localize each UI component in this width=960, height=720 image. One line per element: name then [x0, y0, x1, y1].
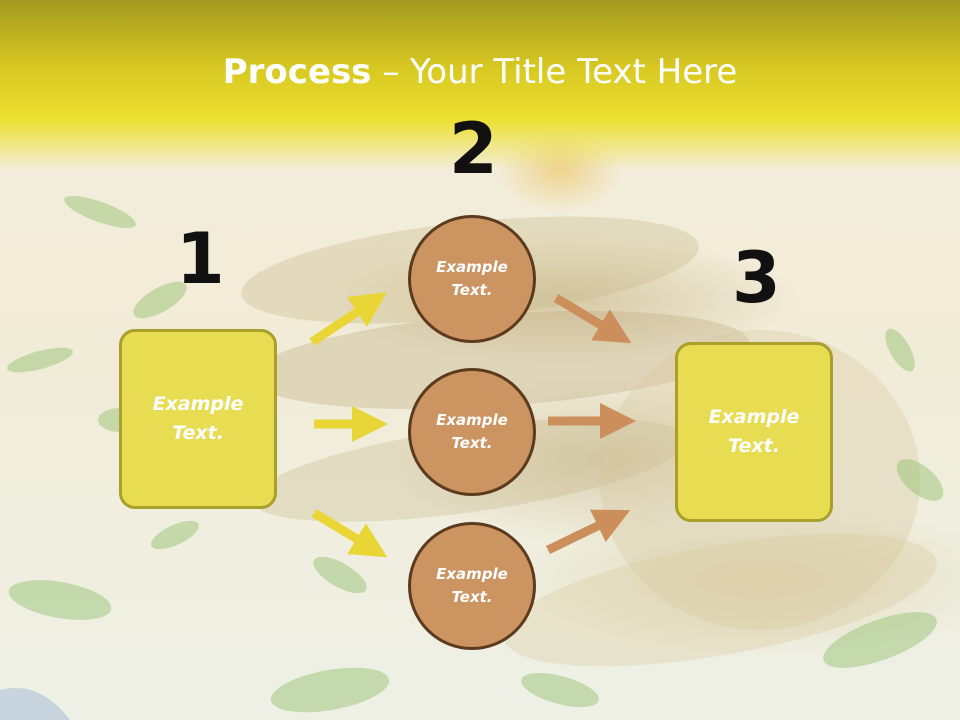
step-number-3: 3 — [732, 237, 781, 319]
title-rest: – Your Title Text Here — [371, 52, 738, 92]
right-box-line1: Example — [708, 406, 800, 428]
arrow-top-to-3 — [553, 294, 632, 344]
circle-bottom-line1: Example — [436, 565, 508, 583]
slide-title[interactable]: Process – Your Title Text Here — [0, 52, 960, 92]
header-band — [0, 0, 960, 170]
arrow-1-to-bottom — [311, 509, 388, 558]
left-box-line2: Text. — [172, 422, 224, 444]
step-number-1: 1 — [176, 218, 225, 300]
left-box-line1: Example — [152, 393, 244, 415]
circle-bottom-line2: Text. — [451, 588, 493, 606]
arrow-1-to-top — [309, 292, 387, 346]
title-bold: Process — [222, 52, 372, 92]
arrow-bottom-to-3 — [546, 509, 631, 555]
circle-middle-line1: Example — [436, 411, 508, 429]
right-box-line2: Text. — [728, 435, 780, 457]
circle-middle-line2: Text. — [451, 434, 493, 452]
circle-top-line2: Text. — [451, 281, 493, 299]
step-number-2: 2 — [449, 108, 498, 190]
circle-top-line1: Example — [436, 258, 508, 276]
